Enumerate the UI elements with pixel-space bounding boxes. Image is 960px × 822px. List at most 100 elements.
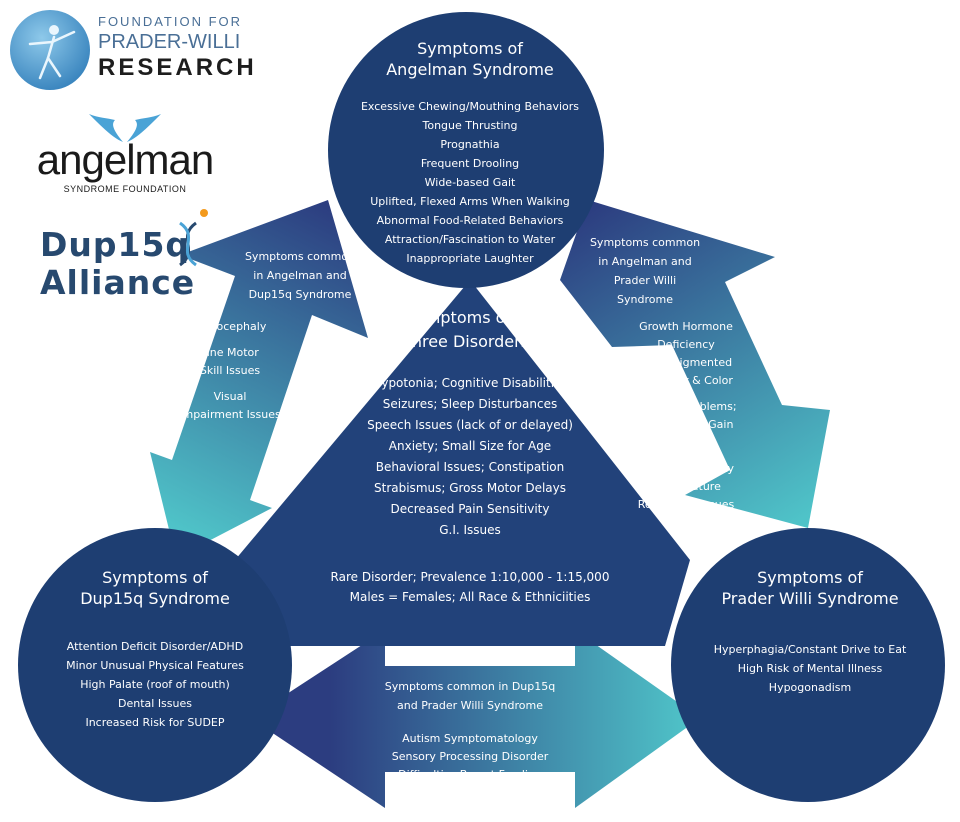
dna-icon bbox=[179, 209, 208, 267]
angelman-logo: angelman SYNDROME FOUNDATION bbox=[20, 110, 230, 200]
text-line: in Infants bbox=[660, 436, 712, 449]
text-line: Attraction/Fascination to Water bbox=[384, 233, 556, 246]
text-line: Symptoms of all bbox=[405, 308, 535, 327]
triangle-all-three bbox=[235, 280, 690, 646]
text-line: Rare Disorder; Prevalence 1:10,000 - 1:1… bbox=[330, 570, 610, 584]
triangle-footer: Rare Disorder; Prevalence 1:10,000 - 1:1… bbox=[300, 567, 640, 607]
text-line: Angelman Syndrome bbox=[386, 60, 554, 79]
text-line: Sensory Processing Disorder bbox=[391, 750, 549, 763]
dup15q-logo: Dup15q Alliance bbox=[40, 205, 215, 305]
text-line: Symptoms of bbox=[757, 568, 863, 587]
text-line: Prader Willi Syndrome bbox=[721, 589, 899, 608]
arrow-dup15q-prader-willi-heading: Symptoms common in Dup15q and Prader Will… bbox=[370, 677, 570, 715]
text-line: Decreased Pain Sensitivity bbox=[390, 502, 550, 516]
text-line: Dup15q Syndrome bbox=[80, 589, 230, 608]
dup15q-symptom-list: Attention Deficit Disorder/ADHD Minor Unu… bbox=[35, 637, 275, 732]
text-line bbox=[140, 336, 320, 344]
text-line: three Disorders; bbox=[405, 332, 535, 351]
text-line: Abnormal Food-Related Behaviors bbox=[376, 214, 564, 227]
text-line: Growth Hormone bbox=[639, 320, 733, 333]
prader-willi-circle-title: Symptoms of Prader Willi Syndrome bbox=[690, 567, 930, 609]
text-line: Dup15q Syndrome bbox=[248, 288, 352, 301]
text-line: Seizures; Sleep Disturbances bbox=[382, 397, 558, 411]
text-line: Impairment Issues bbox=[179, 408, 281, 421]
text-line: Wide-based Gait bbox=[424, 176, 516, 189]
text-line: Males = Females; All Race & Ethniciities bbox=[349, 590, 591, 604]
wings-icon bbox=[89, 114, 161, 142]
text-line: Symptoms common bbox=[244, 250, 356, 263]
text-line: Poor Weight Gain bbox=[638, 418, 734, 431]
arrow-angelman-prader-willi bbox=[560, 200, 830, 528]
text-line: Visual bbox=[213, 390, 247, 403]
text-line: Skin Hair & Color bbox=[639, 374, 733, 387]
text-line: Microcephaly bbox=[193, 320, 267, 333]
fpwr-line1: FOUNDATION FOR bbox=[98, 14, 243, 29]
text-line: Autism Symptomatology bbox=[402, 732, 538, 745]
text-line: High Risk of Mental Illness bbox=[737, 662, 883, 675]
fpwr-line2: PRADER-WILLI bbox=[98, 31, 241, 53]
text-line: Frequent Drooling bbox=[420, 157, 520, 170]
text-line: Behavioral Issues; Constipation bbox=[375, 460, 565, 474]
arrow-angelman-dup15q bbox=[150, 200, 368, 558]
text-line: Hyperphagia/Constant Drive to Eat bbox=[713, 643, 907, 656]
angelman-circle-title: Symptoms of Angelman Syndrome bbox=[355, 38, 585, 80]
arrow-dup15q-prader-willi bbox=[250, 630, 700, 808]
text-line: Attention Deficit Disorder/ADHD bbox=[66, 640, 244, 653]
text-line: Uplifted, Flexed Arms When Walking bbox=[370, 195, 570, 208]
fpwr-logo: FOUNDATION FOR PRADER-WILLI RESEARCH bbox=[8, 6, 257, 96]
circle-prader-willi bbox=[671, 528, 945, 802]
text-line: Hypotonia; Cognitive Disabilities bbox=[372, 376, 568, 390]
text-line: Hypo-pigmented bbox=[639, 356, 733, 369]
text-line: Difficulties Breast Feeding bbox=[398, 768, 542, 781]
text-line: Symptoms of bbox=[102, 568, 208, 587]
text-line: Strabismus; Gross Motor Delays bbox=[374, 481, 566, 495]
text-line: G.I. Issues bbox=[439, 523, 501, 537]
text-line: Anxiety; Small Size for Age bbox=[388, 439, 552, 453]
text-line: Symptoms common bbox=[589, 236, 701, 249]
text-line: Excessive Chewing/Mouthing Behaviors bbox=[360, 100, 580, 113]
text-line: Temperature bbox=[651, 480, 721, 493]
text-line: Fine Motor bbox=[201, 346, 259, 359]
text-line: Hypogonadism bbox=[768, 681, 852, 694]
angelman-word: angelman bbox=[36, 136, 214, 183]
dup15q-line2: Alliance bbox=[40, 263, 196, 302]
text-line bbox=[140, 380, 320, 388]
circle-angelman bbox=[328, 12, 604, 288]
text-line: High Palate (roof of mouth) bbox=[80, 678, 230, 691]
text-line: Skill Issues bbox=[199, 364, 261, 377]
text-line: Scoliosis, Obesity bbox=[637, 462, 735, 475]
text-line: Tongue Thrusting bbox=[422, 119, 518, 132]
circle-dup15q bbox=[18, 528, 292, 802]
text-line: Dental Issues bbox=[118, 697, 192, 710]
text-line: Symptoms common in Dup15q bbox=[384, 680, 556, 693]
text-line bbox=[596, 390, 776, 398]
text-line: and Prader Willi Syndrome bbox=[397, 699, 543, 712]
text-line: Feeding Problems; bbox=[635, 400, 737, 413]
text-line: Speech Issues (lack of or delayed) bbox=[367, 418, 573, 432]
text-line: in Angelman and bbox=[253, 269, 347, 282]
figure-circle-icon bbox=[10, 10, 90, 90]
text-line bbox=[596, 452, 776, 460]
text-line: Prader Willi bbox=[613, 274, 677, 287]
text-line: Increased Risk for SUDEP bbox=[85, 716, 225, 729]
text-line: Symptoms of bbox=[417, 39, 523, 58]
triangle-title: Symptoms of all three Disorders; bbox=[360, 306, 580, 354]
angelman-sub: SYNDROME FOUNDATION bbox=[63, 184, 187, 194]
text-line: Minor Unusual Physical Features bbox=[66, 659, 244, 672]
text-line: Inappropriate Laughter bbox=[406, 252, 534, 265]
text-line: Syndrome bbox=[617, 293, 673, 306]
dup15q-circle-title: Symptoms of Dup15q Syndrome bbox=[45, 567, 265, 609]
text-line: in Angelman and bbox=[598, 255, 692, 268]
text-line: Regulation Issues bbox=[637, 498, 735, 511]
fpwr-line3: RESEARCH bbox=[98, 54, 257, 81]
text-line: Deficiency bbox=[657, 338, 715, 351]
